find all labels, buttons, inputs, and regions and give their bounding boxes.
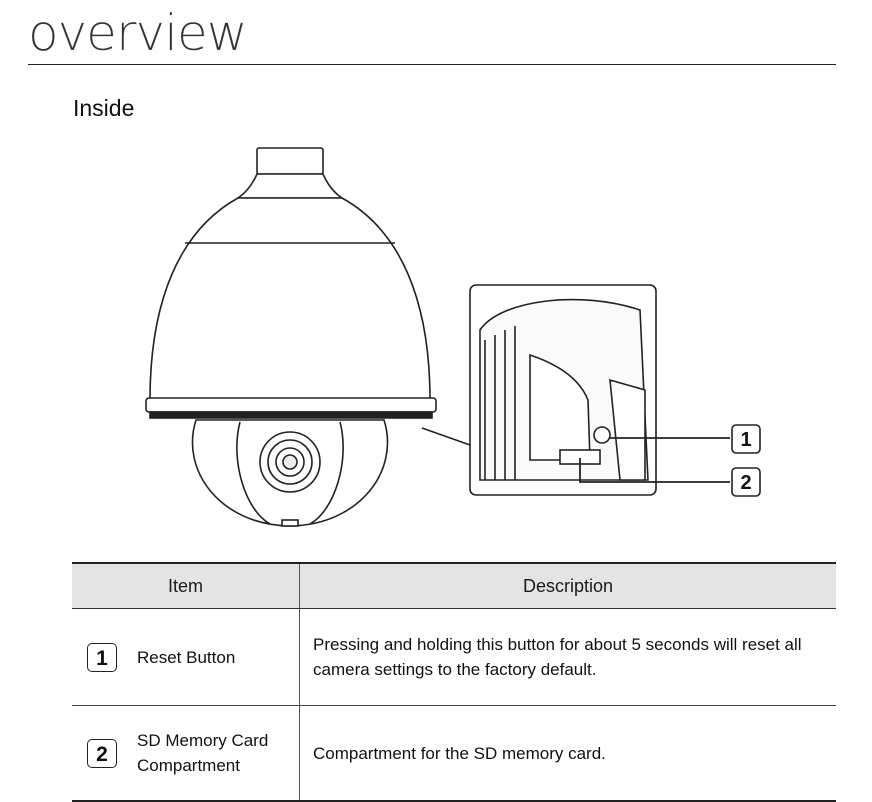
detail-leader [421,427,471,446]
callout-1-label: 1 [740,429,751,451]
heading-divider [28,64,836,65]
parts-table: Item Description 1 Reset Button Pressing… [72,562,836,802]
camera-illustration: 1 2 [145,147,761,527]
description-cell: Compartment for the SD memory card. [299,705,836,802]
description-cell: Pressing and holding this button for abo… [299,608,836,706]
header-description: Description [299,562,836,609]
item-label: SD Memory Card Compartment [137,728,268,778]
camera-mount [256,147,324,175]
header-item: Item [72,562,300,609]
number-badge: 1 [87,642,117,672]
table-header-row: Item Description [72,562,836,609]
table-row: 1 Reset Button Pressing and holding this… [72,608,836,706]
section-title: Inside [73,95,135,121]
camera-neck [235,173,345,199]
item-label-line-1: SD Memory Card [137,731,269,750]
item-label: Reset Button [137,647,236,667]
item-cell: 2 SD Memory Card Compartment [72,705,300,802]
page-heading: overview [28,4,248,62]
camera-housing [149,197,431,401]
callout-2-label: 2 [740,472,751,494]
item-cell: 1 Reset Button [72,608,300,706]
table-row: 2 SD Memory Card Compartment Compartment… [72,705,836,802]
number-badge: 2 [87,738,117,768]
camera-ring [145,397,437,413]
callout-2: 2 [731,467,761,497]
callout-1: 1 [731,424,761,454]
item-label-line-2: Compartment [137,756,240,775]
